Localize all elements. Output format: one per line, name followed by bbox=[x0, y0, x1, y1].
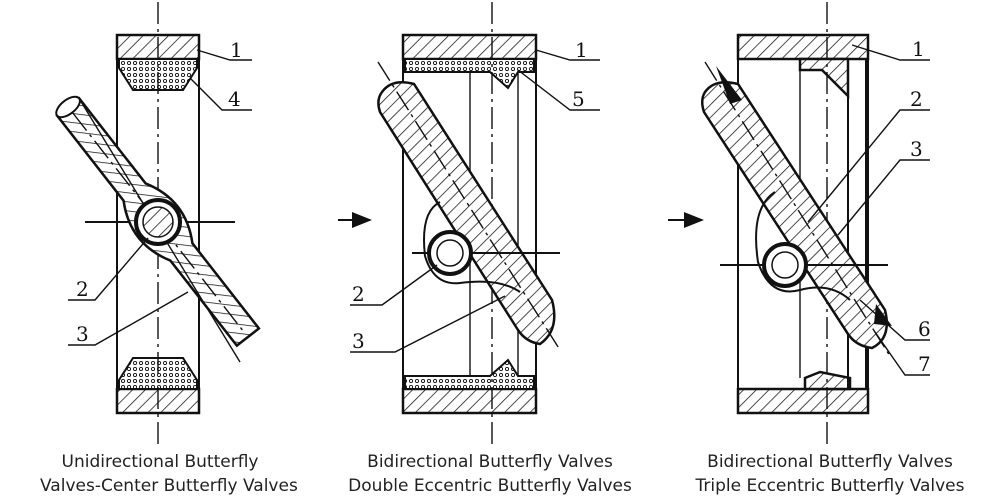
diagram-double-eccentric-valve: 1 5 2 3 bbox=[338, 2, 600, 446]
valve-body-top-flange bbox=[401, 33, 538, 61]
leader-2 bbox=[807, 109, 930, 223]
leader-1 bbox=[196, 49, 252, 61]
leader-3 bbox=[350, 295, 506, 353]
valve-body-bottom-flange bbox=[736, 387, 870, 415]
caption-double-eccentric: Bidirectional Butterfly Valves Double Ec… bbox=[330, 450, 650, 498]
caption-triple-eccentric: Bidirectional Butterfly Valves Triple Ec… bbox=[680, 450, 980, 498]
leader-5 bbox=[517, 69, 600, 111]
leader-3 bbox=[68, 291, 189, 346]
valve-body-bottom-flange bbox=[401, 387, 538, 415]
label-seat: 6 bbox=[918, 317, 931, 341]
label-shaft: 2 bbox=[352, 282, 365, 306]
disc-hub-outline bbox=[755, 191, 851, 301]
diagram-center-butterfly-valve: 1 4 2 3 bbox=[55, 2, 261, 446]
caption-center-valve: Unidirectional Butterfly Valves-Center B… bbox=[40, 450, 298, 498]
leader-2 bbox=[350, 264, 438, 306]
leader-1 bbox=[535, 49, 600, 61]
leader-2 bbox=[68, 237, 149, 301]
butterfly-disc bbox=[377, 81, 556, 346]
caption-line-1: Unidirectional Butterfly bbox=[61, 452, 259, 472]
label-body: 1 bbox=[912, 37, 925, 61]
seal-ring-bottom bbox=[404, 358, 535, 390]
caption-line-2: Double Eccentric Butterfly Valves bbox=[348, 476, 632, 496]
leader-1 bbox=[851, 44, 930, 61]
leader-6 bbox=[859, 299, 930, 341]
label-seal: 4 bbox=[228, 87, 241, 111]
caption-line-1: Bidirectional Butterfly Valves bbox=[367, 452, 613, 472]
diagram-triple-eccentric-valve: 1 2 3 6 7 bbox=[668, 2, 931, 446]
caption-line-2: Valves-Center Butterfly Valves bbox=[40, 476, 298, 496]
label-disc-seal: 7 bbox=[918, 352, 931, 376]
valve-body-top-flange bbox=[736, 33, 870, 61]
leader-4 bbox=[189, 77, 252, 111]
leader-3 bbox=[837, 159, 930, 236]
label-body: 1 bbox=[230, 38, 243, 62]
disc-hub-outline bbox=[423, 201, 521, 293]
label-disc: 3 bbox=[910, 137, 923, 161]
caption-line-1: Bidirectional Butterfly Valves bbox=[707, 452, 953, 472]
leader-7 bbox=[874, 331, 930, 376]
seat-top bbox=[798, 57, 850, 100]
caption-line-2: Triple Eccentric Butterfly Valves bbox=[695, 476, 965, 496]
label-shaft: 2 bbox=[76, 277, 89, 301]
disc-axis-line bbox=[704, 61, 891, 357]
label-body: 1 bbox=[575, 38, 588, 62]
label-disc: 3 bbox=[352, 329, 365, 353]
seal-ring-top bbox=[404, 58, 535, 90]
label-seal: 5 bbox=[572, 87, 585, 111]
disc-axis-line bbox=[377, 61, 561, 351]
label-shaft: 2 bbox=[910, 87, 923, 111]
disc-seal-arrow-bottom bbox=[874, 304, 892, 326]
label-disc: 3 bbox=[76, 322, 89, 346]
disc-seal-arrow-top bbox=[716, 66, 742, 104]
